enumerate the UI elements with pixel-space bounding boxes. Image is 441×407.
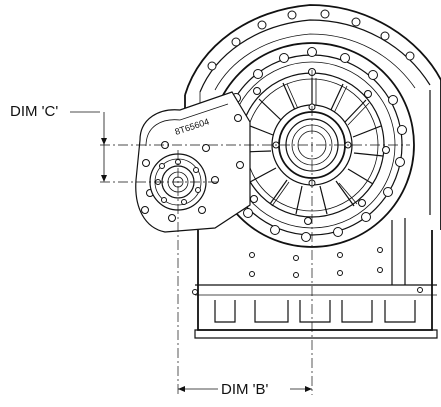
dim-b-label: DIM 'B'	[221, 381, 269, 398]
dim-c-label: DIM 'C'	[10, 103, 58, 120]
main-housing	[184, 4, 441, 230]
pan-pockets	[214, 300, 416, 323]
dim-b-dimension: DIM 'B'	[178, 381, 312, 398]
dim-c-dimension: DIM 'C'	[10, 103, 107, 182]
outer-flange-bolts	[207, 9, 415, 71]
case-bolts	[192, 247, 423, 295]
radial-ribs	[241, 78, 384, 215]
pto-adapter: 8T65604	[135, 91, 251, 233]
centerlines	[100, 70, 410, 395]
lower-case	[192, 218, 438, 339]
